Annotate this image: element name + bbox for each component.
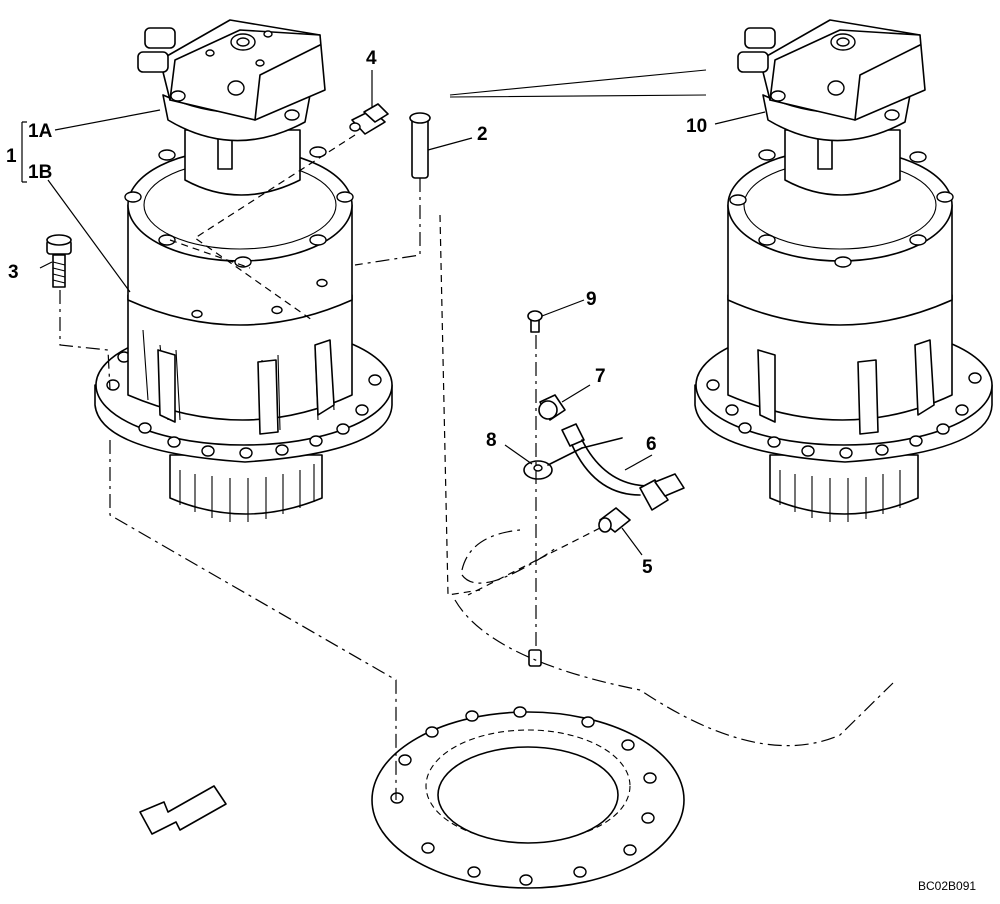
fitting-part-7 [538, 394, 566, 421]
assembly-link-lines [449, 69, 707, 98]
housing-bolts-left [124, 146, 354, 268]
fitting-part-4 [349, 103, 389, 135]
hose-part-6 [561, 423, 685, 511]
callout-5: 5 [642, 557, 653, 578]
callout-1: 1 [6, 146, 17, 167]
callout-1b: 1B [28, 162, 52, 183]
callout-4: 4 [366, 48, 377, 69]
clamp-part-8 [523, 447, 583, 480]
plug-part [528, 649, 542, 667]
pin-part-2 [409, 112, 431, 179]
leader-lines [21, 70, 766, 556]
drawing-code: BC02B091 [918, 879, 976, 893]
callout-9: 9 [586, 289, 597, 310]
front-direction-arrow-icon [139, 785, 227, 835]
callout-7: 7 [595, 366, 606, 387]
assembly-center-lines [59, 134, 894, 800]
pinion-gear-left [169, 454, 323, 522]
callout-8: 8 [486, 430, 497, 451]
callout-10: 10 [686, 116, 707, 137]
callout-1a: 1A [28, 121, 53, 142]
callout-3: 3 [8, 262, 19, 283]
callout-6: 6 [646, 434, 657, 455]
callout-2: 2 [477, 124, 488, 145]
bolt-part-9 [527, 310, 543, 333]
hydraulic-motor-head-left [137, 19, 326, 142]
mounting-ring-base [371, 706, 685, 889]
gearbox-housing-left [127, 294, 353, 435]
swing-motor-assembly-right [694, 19, 993, 522]
fitting-part-5 [598, 507, 631, 533]
bolt-part-3 [46, 234, 72, 288]
swing-motor-assembly-left [94, 19, 393, 522]
